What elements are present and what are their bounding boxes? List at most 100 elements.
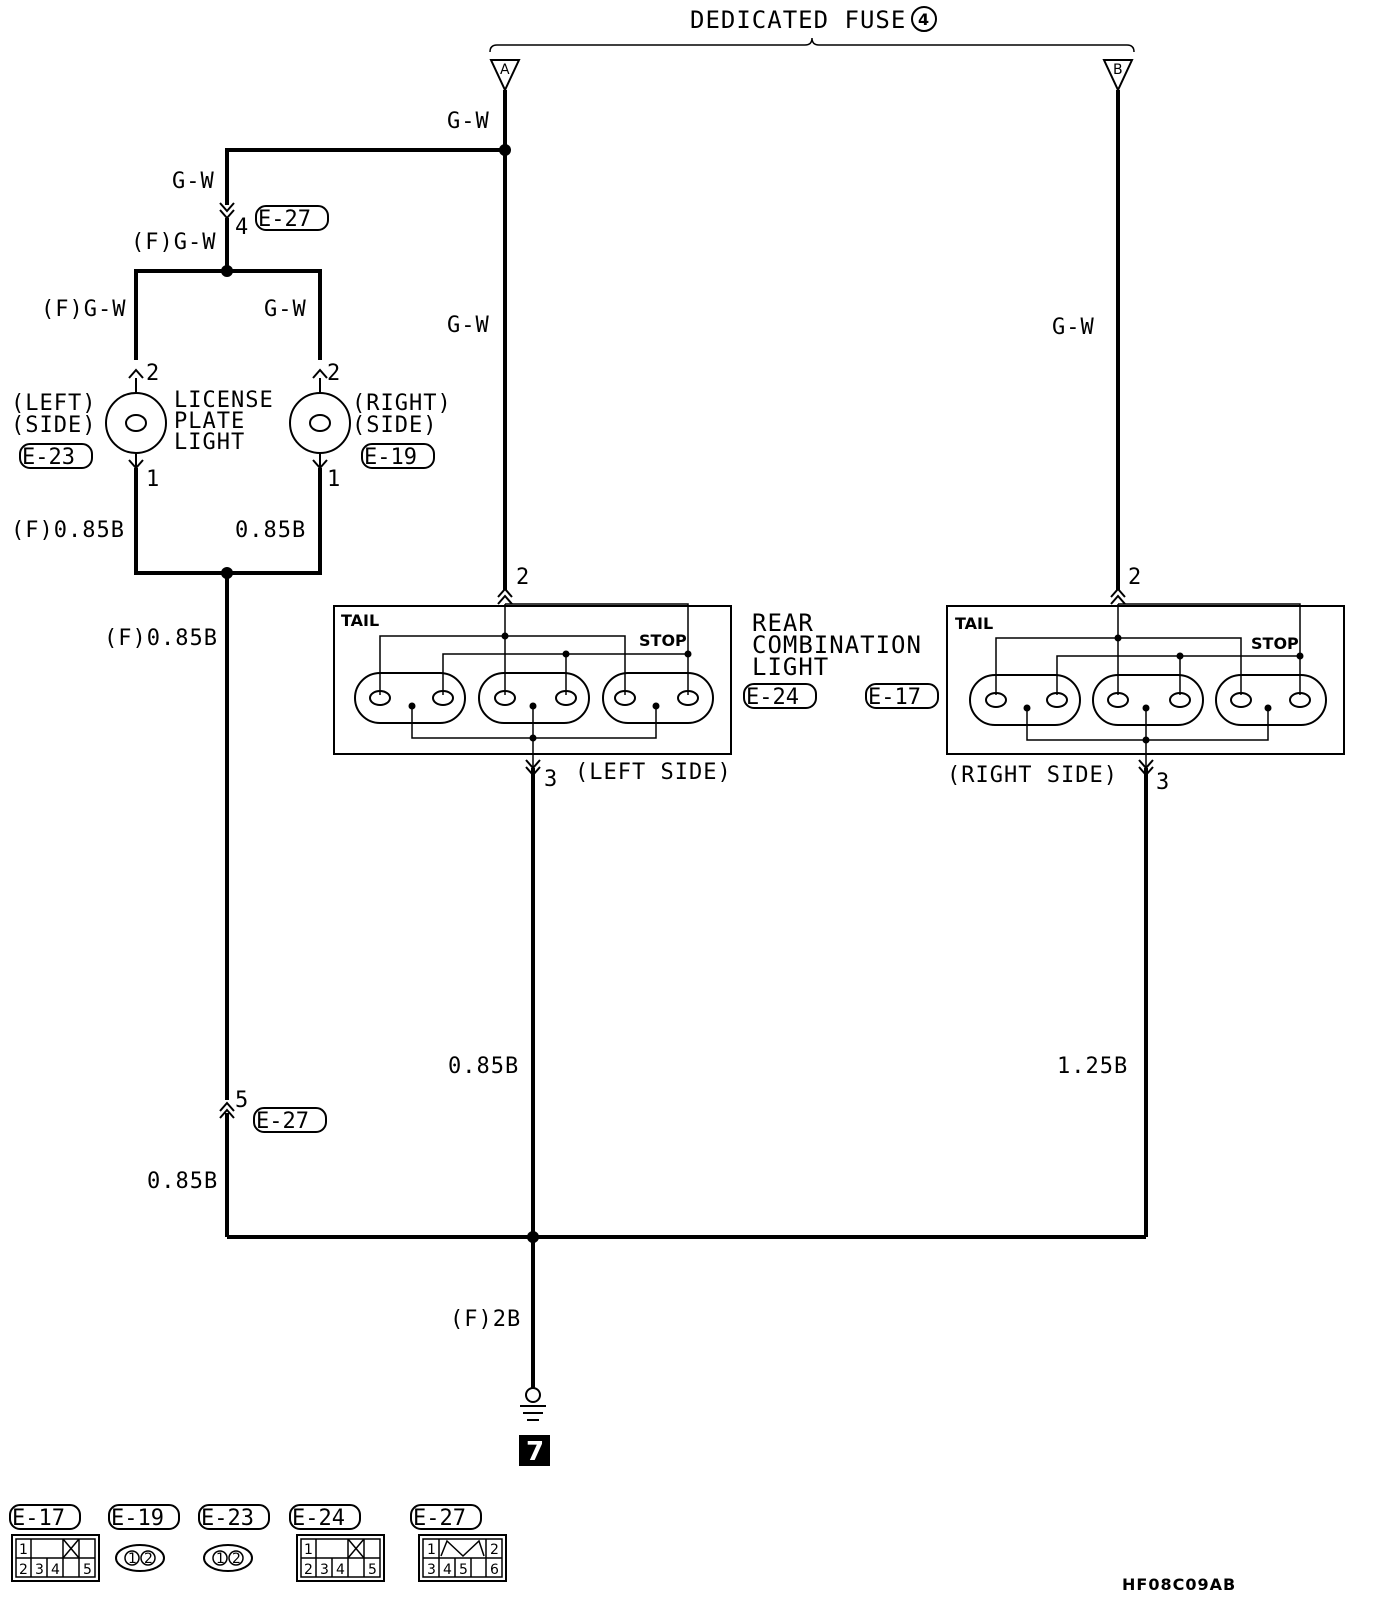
connector-tag bbox=[253, 1107, 327, 1133]
ground: 7 bbox=[519, 1387, 550, 1467]
pin-label: 1 bbox=[216, 1551, 225, 1567]
pin-label: 4 bbox=[336, 1562, 345, 1578]
connector-chevron-icon bbox=[525, 759, 541, 777]
pin-number: 4 bbox=[235, 215, 248, 240]
connector-e27-bottom: 5 E-27 bbox=[219, 1088, 327, 1134]
connector-tag bbox=[743, 683, 817, 709]
pin-label: 2 bbox=[304, 1562, 313, 1578]
legend-e23: E-23 1 2 bbox=[198, 1504, 270, 1572]
tail-label: TAIL bbox=[955, 614, 993, 633]
connector-chevron-icon bbox=[497, 587, 513, 605]
bulb-icon bbox=[969, 674, 1081, 726]
wire-label: (F)2B bbox=[450, 1307, 521, 1332]
wire-label: 0.85B bbox=[235, 518, 306, 543]
ground-number-badge bbox=[519, 1435, 550, 1466]
junction-dot bbox=[527, 1231, 539, 1243]
legend-e19: E-19 1 2 bbox=[108, 1504, 180, 1572]
connector-tag bbox=[361, 443, 435, 469]
connector-tag bbox=[289, 1504, 361, 1530]
connector-tag bbox=[19, 443, 93, 469]
component-name: COMBINATION bbox=[752, 631, 922, 659]
diagram-id: HF08C09AB bbox=[1122, 1575, 1236, 1594]
bulb-icon bbox=[1215, 674, 1327, 726]
connector-face bbox=[115, 1544, 165, 1572]
connector-tag bbox=[255, 205, 329, 231]
connector-face bbox=[296, 1534, 385, 1582]
wires bbox=[134, 90, 1148, 1388]
rear-combination-light-left: 2 TAIL STOP 3 (LEFT SIDE) bbox=[333, 565, 732, 792]
side-label: (RIGHT SIDE) bbox=[947, 763, 1118, 788]
component-name: LIGHT bbox=[174, 430, 245, 455]
wire-label: (F)G-W bbox=[131, 230, 216, 255]
junctions bbox=[221, 144, 539, 1243]
junction-dot bbox=[499, 144, 511, 156]
connector-tag-label: E-17 bbox=[868, 685, 921, 710]
junction-dot bbox=[221, 265, 233, 277]
lamp-bulb-icon bbox=[289, 392, 351, 454]
side-label: (SIDE) bbox=[352, 413, 437, 438]
connector-chevron-icon bbox=[128, 368, 144, 379]
side-label: (SIDE) bbox=[11, 413, 96, 438]
pin-label: 2 bbox=[490, 1542, 499, 1558]
connector-tag-label: E-27 bbox=[256, 1109, 309, 1134]
pin-label: 4 bbox=[443, 1562, 452, 1578]
wire-label: (F)0.85B bbox=[104, 626, 218, 651]
bulb-icon bbox=[1092, 674, 1204, 726]
connector-face bbox=[203, 1544, 253, 1572]
connector-chevron-icon bbox=[1138, 759, 1154, 777]
fuse-header: DEDICATED FUSE 4 A B bbox=[489, 6, 1135, 93]
pin-label: 1 bbox=[128, 1551, 137, 1567]
connector-tag-label: E-19 bbox=[364, 445, 417, 470]
connector-tag-label: E-24 bbox=[292, 1506, 345, 1531]
license-plate-light-right: 2 1 (RIGHT) (SIDE) E-19 bbox=[289, 361, 452, 492]
pin-label: 5 bbox=[368, 1562, 377, 1578]
connector-tag bbox=[410, 1504, 482, 1530]
connector-chevron-icon bbox=[219, 1101, 235, 1119]
connector-tag-label: E-23 bbox=[201, 1506, 254, 1531]
connector-face bbox=[11, 1534, 100, 1582]
connector-chevron-icon bbox=[1110, 587, 1126, 605]
pin-number: 2 bbox=[1128, 565, 1141, 590]
pin-label: 3 bbox=[427, 1562, 436, 1578]
side-label: (LEFT SIDE) bbox=[575, 760, 732, 785]
ground-number: 7 bbox=[526, 1437, 544, 1467]
pin-label: 1 bbox=[19, 1542, 28, 1558]
wire-label: (F)0.85B bbox=[11, 518, 125, 543]
junction-dot bbox=[221, 567, 233, 579]
connector-tag bbox=[9, 1504, 81, 1530]
pin-label: 2 bbox=[19, 1562, 28, 1578]
license-plate-light-name: LICENSE PLATE LIGHT bbox=[174, 388, 273, 455]
wire-label: G-W bbox=[172, 169, 215, 194]
pin-number: 2 bbox=[146, 361, 159, 386]
legend-e27: E-27 1 2 3 4 5 6 bbox=[410, 1504, 507, 1582]
rear-combination-light-right: 2 TAIL STOP 3 (RIGHT SIDE) bbox=[946, 565, 1345, 795]
lamp-filament-icon bbox=[309, 414, 331, 432]
pin-label: 3 bbox=[320, 1562, 329, 1578]
pin-number: 5 bbox=[235, 1088, 248, 1113]
pin-label: 3 bbox=[35, 1562, 44, 1578]
pin-label: 5 bbox=[83, 1562, 92, 1578]
legend-e17: E-17 1 2 3 4 5 bbox=[9, 1504, 100, 1582]
connector-tag-label: E-19 bbox=[111, 1506, 164, 1531]
pin-label: 6 bbox=[490, 1562, 499, 1578]
license-plate-light-left: 2 1 (LEFT) (SIDE) E-23 bbox=[11, 361, 167, 492]
fuse-terminal-b bbox=[1102, 59, 1134, 93]
side-label: (RIGHT) bbox=[352, 391, 452, 416]
bulb-icon bbox=[354, 672, 466, 724]
fuse-terminal-a bbox=[489, 59, 521, 93]
pin-label: 5 bbox=[459, 1562, 468, 1578]
component-name: PLATE bbox=[174, 409, 245, 434]
lamp-bulb-icon bbox=[105, 392, 167, 454]
stop-label: STOP bbox=[1251, 634, 1299, 653]
fuse-brace bbox=[489, 37, 1135, 53]
connector-tag bbox=[865, 683, 939, 709]
wire-label: G-W bbox=[1052, 315, 1095, 340]
connector-tag-label: E-27 bbox=[413, 1506, 466, 1531]
wire-label: G-W bbox=[447, 313, 490, 338]
connector-face bbox=[418, 1534, 507, 1582]
connector-tag-label: E-24 bbox=[746, 685, 799, 710]
connector-chevron-icon bbox=[128, 459, 144, 470]
connector-chevron-icon bbox=[219, 202, 235, 220]
fuse-terminal-a-label: A bbox=[500, 62, 510, 78]
